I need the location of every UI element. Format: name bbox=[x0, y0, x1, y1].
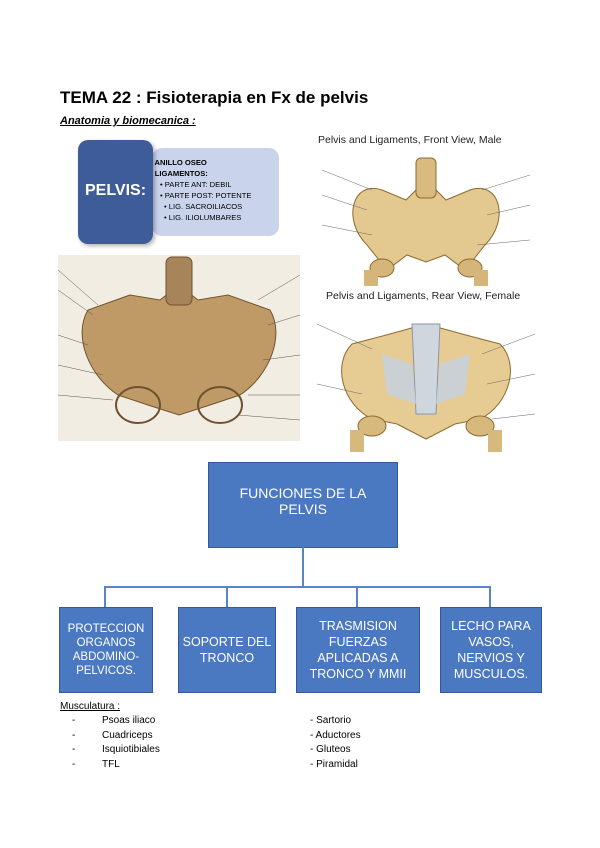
flowchart-node-label: SOPORTE DEL TRONCO bbox=[182, 635, 272, 665]
connector bbox=[104, 586, 491, 588]
muscle-item: - Piramidal bbox=[310, 758, 358, 770]
pelvis-front-view-image bbox=[312, 150, 540, 286]
front-view-title: Pelvis and Ligaments, Front View, Male bbox=[318, 134, 502, 146]
pelvis-item: • LIGAMENTOS: bbox=[150, 169, 208, 178]
page-title: TEMA 22 : Fisioterapia en Fx de pelvis bbox=[60, 88, 369, 107]
muscle-item: Cuadriceps bbox=[102, 729, 153, 741]
pelvis-rear-view-image bbox=[312, 304, 540, 452]
rear-view-title: Pelvis and Ligaments, Rear View, Female bbox=[326, 290, 521, 302]
pelvis-label-box: PELVIS: bbox=[78, 140, 153, 244]
connector bbox=[489, 586, 491, 607]
flowchart-root-label: FUNCIONES DE LA PELVIS bbox=[239, 485, 367, 517]
section-subtitle: Anatomia y biomecanica : bbox=[60, 115, 196, 127]
muscle-item: - Gluteos bbox=[310, 744, 351, 755]
muscle-item: Isquiotibiales bbox=[102, 744, 160, 755]
flowchart-node: SOPORTE DEL TRONCO bbox=[178, 607, 276, 693]
pelvis-subitem: • LIG. ILIOLUMBARES bbox=[164, 213, 242, 222]
connector bbox=[356, 586, 358, 607]
musculatura-left-list: -Psoas iliaco -Cuadriceps -Isquiotibiale… bbox=[72, 714, 160, 772]
muscle-item: - Aductores bbox=[310, 729, 361, 741]
flowchart-node: PROTECCION ORGANOS ABDOMINO-PELVICOS. bbox=[59, 607, 153, 693]
pelvis-item: • ANILLO OSEO bbox=[150, 158, 207, 167]
flowchart-node: LECHO PARA VASOS, NERVIOS Y MUSCULOS. bbox=[440, 607, 542, 693]
musculatura-right-list: - Sartorio - Aductores - Gluteos - Piram… bbox=[310, 714, 361, 772]
musculatura-heading: Musculatura : bbox=[60, 701, 121, 712]
flowchart-node-label: LECHO PARA VASOS, NERVIOS Y MUSCULOS. bbox=[451, 619, 531, 681]
flowchart-node-label: TRASMISION FUERZAS APLICADAS A TRONCO Y … bbox=[309, 619, 407, 681]
muscle-item: - Sartorio bbox=[310, 715, 352, 726]
pelvis-subitem: • LIG. SACROILIACOS bbox=[164, 202, 243, 211]
muscle-item: Psoas iliaco bbox=[102, 715, 156, 726]
flowchart-node: TRASMISION FUERZAS APLICADAS A TRONCO Y … bbox=[296, 607, 420, 693]
connector bbox=[104, 586, 106, 607]
pelvis-subitem: • PARTE POST: POTENTE bbox=[160, 191, 252, 200]
flowchart-root: FUNCIONES DE LA PELVIS bbox=[208, 462, 398, 548]
flowchart-node-label: PROTECCION ORGANOS ABDOMINO-PELVICOS. bbox=[67, 623, 145, 677]
pelvis-subitem: • PARTE ANT: DEBIL bbox=[160, 180, 232, 189]
pelvis-list: • ANILLO OSEO • LIGAMENTOS: • PARTE ANT:… bbox=[150, 157, 251, 223]
connector bbox=[226, 586, 228, 607]
pelvis-anterior-image bbox=[58, 255, 300, 441]
pelvis-label: PELVIS: bbox=[84, 182, 147, 199]
connector bbox=[302, 547, 304, 587]
pelvis-list-panel bbox=[152, 148, 279, 236]
muscle-item: TFL bbox=[102, 758, 120, 770]
